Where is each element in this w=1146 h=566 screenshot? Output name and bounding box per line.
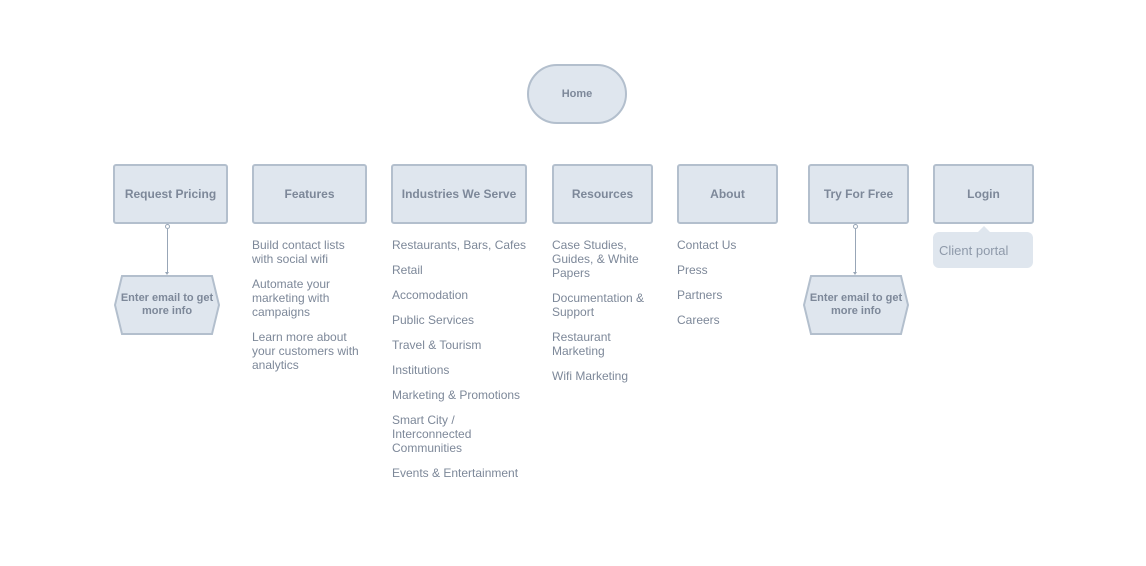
resources-list: Case Studies, Guides, & White Papers Doc… — [552, 238, 652, 394]
industries-item[interactable]: Marketing & Promotions — [392, 388, 521, 402]
nav-industries-we-serve[interactable]: Industries We Serve — [391, 164, 527, 224]
industries-item[interactable]: Smart City / Interconnected Communities — [392, 413, 472, 455]
home-node[interactable]: Home — [527, 64, 627, 124]
industries-item[interactable]: Public Services — [392, 313, 475, 327]
connector-arrow — [853, 272, 857, 275]
about-list: Contact Us Press Partners Careers — [677, 238, 777, 338]
nav-request-pricing[interactable]: Request Pricing — [113, 164, 228, 224]
request-pricing-cta-label: Enter email to get more info — [120, 292, 214, 317]
about-item[interactable]: Press — [677, 263, 708, 277]
tooltip-caret — [978, 226, 990, 232]
connector-dot — [165, 224, 170, 229]
resources-item[interactable]: Restaurant Marketing — [552, 330, 611, 358]
industries-item[interactable]: Restaurants, Bars, Cafes — [392, 238, 527, 252]
nav-features[interactable]: Features — [252, 164, 367, 224]
nav-about[interactable]: About — [677, 164, 778, 224]
try-for-free-cta-label: Enter email to get more info — [809, 292, 903, 317]
request-pricing-email-cta[interactable]: Enter email to get more info — [114, 275, 220, 335]
connector-line — [855, 229, 856, 272]
industries-item[interactable]: Travel & Tourism — [392, 338, 482, 352]
industries-item[interactable]: Accomodation — [392, 288, 469, 302]
try-for-free-email-cta[interactable]: Enter email to get more info — [803, 275, 909, 335]
connector-line — [167, 229, 168, 272]
about-item[interactable]: Contact Us — [677, 238, 737, 252]
resources-item[interactable]: Case Studies, Guides, & White Papers — [552, 238, 639, 280]
about-item[interactable]: Partners — [677, 288, 723, 302]
client-portal-tooltip[interactable]: Client portal — [933, 232, 1033, 268]
features-list: Build contact lists with social wifi Aut… — [252, 238, 368, 383]
features-item[interactable]: Automate your marketing with campaigns — [252, 277, 331, 319]
nav-resources[interactable]: Resources — [552, 164, 653, 224]
features-item[interactable]: Learn more about your customers with ana… — [252, 330, 359, 372]
connector-arrow — [165, 272, 169, 275]
nav-login[interactable]: Login — [933, 164, 1034, 224]
features-item[interactable]: Build contact lists with social wifi — [252, 238, 345, 266]
about-item[interactable]: Careers — [677, 313, 720, 327]
industries-list: Restaurants, Bars, Cafes Retail Accomoda… — [392, 238, 530, 491]
industries-item[interactable]: Institutions — [392, 363, 450, 377]
resources-item[interactable]: Documentation & Support — [552, 291, 645, 319]
industries-item[interactable]: Events & Entertainment — [392, 466, 519, 480]
resources-item[interactable]: Wifi Marketing — [552, 369, 629, 383]
industries-item[interactable]: Retail — [392, 263, 423, 277]
nav-try-for-free[interactable]: Try For Free — [808, 164, 909, 224]
connector-dot — [853, 224, 858, 229]
